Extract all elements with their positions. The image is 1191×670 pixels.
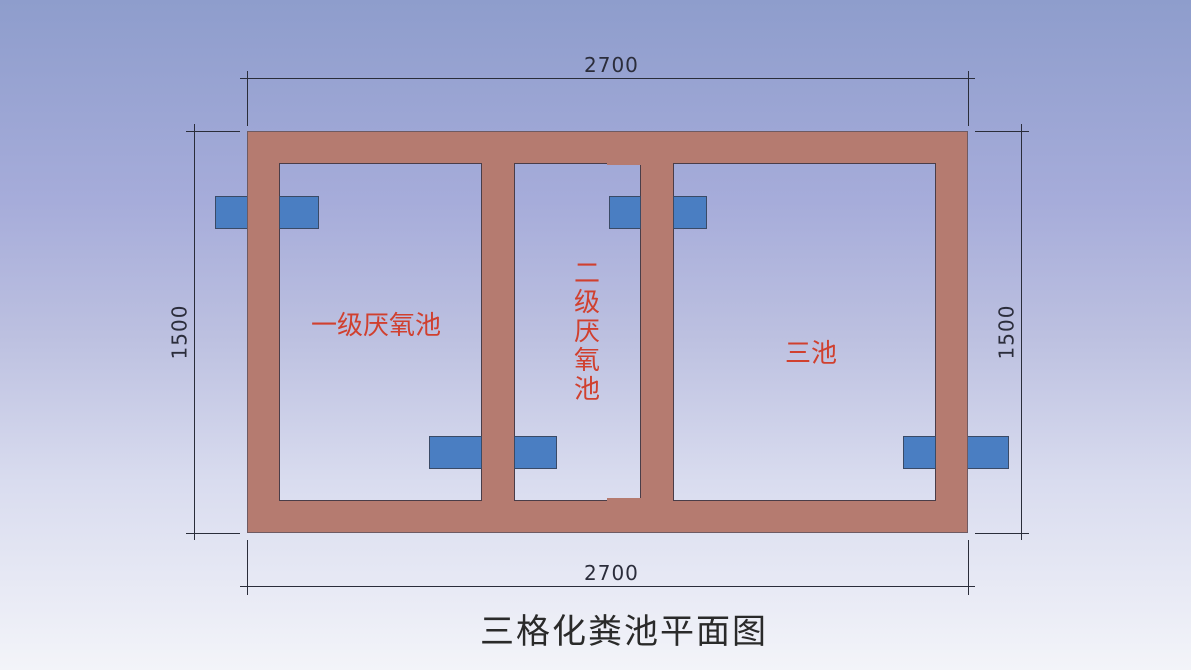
dim-right-tick-top — [975, 131, 1029, 132]
dim-bottom-line — [240, 586, 975, 587]
chamber-3-label: 三池 — [785, 339, 838, 369]
partition-ledge-bottom — [607, 498, 641, 501]
inlet-pipe-inner — [279, 196, 319, 229]
dim-right-value: 1500 — [994, 304, 1019, 360]
chamber-3 — [673, 163, 936, 501]
transfer-pipe-1-2-left — [429, 436, 482, 469]
partition-ledge-top — [607, 163, 641, 165]
dim-bottom-tick-right — [968, 540, 969, 595]
dim-left-line — [194, 124, 195, 540]
dim-top-tick-right — [968, 71, 969, 126]
chamber-2-label: 二级厌氧池 — [573, 259, 600, 405]
dim-left-value: 1500 — [167, 304, 192, 360]
chamber-1-label: 一级厌氧池 — [311, 311, 442, 341]
transfer-pipe-1-2-right — [514, 436, 557, 469]
dim-top-value: 2700 — [584, 53, 639, 77]
dim-right-tick-bottom — [975, 533, 1029, 534]
dim-left-tick-bottom — [186, 533, 240, 534]
diagram-title: 三格化粪池平面图 — [480, 612, 768, 652]
dim-bottom-value: 2700 — [584, 561, 639, 585]
dim-right-line — [1021, 124, 1022, 540]
dim-bottom-tick-left — [247, 540, 248, 595]
dim-top-tick-left — [247, 71, 248, 126]
outlet-pipe-inner — [903, 436, 936, 469]
transfer-pipe-2-3-right — [673, 196, 707, 229]
dim-left-tick-top — [186, 131, 240, 132]
transfer-pipe-2-3-left — [609, 196, 641, 229]
dim-top-line — [240, 78, 975, 79]
